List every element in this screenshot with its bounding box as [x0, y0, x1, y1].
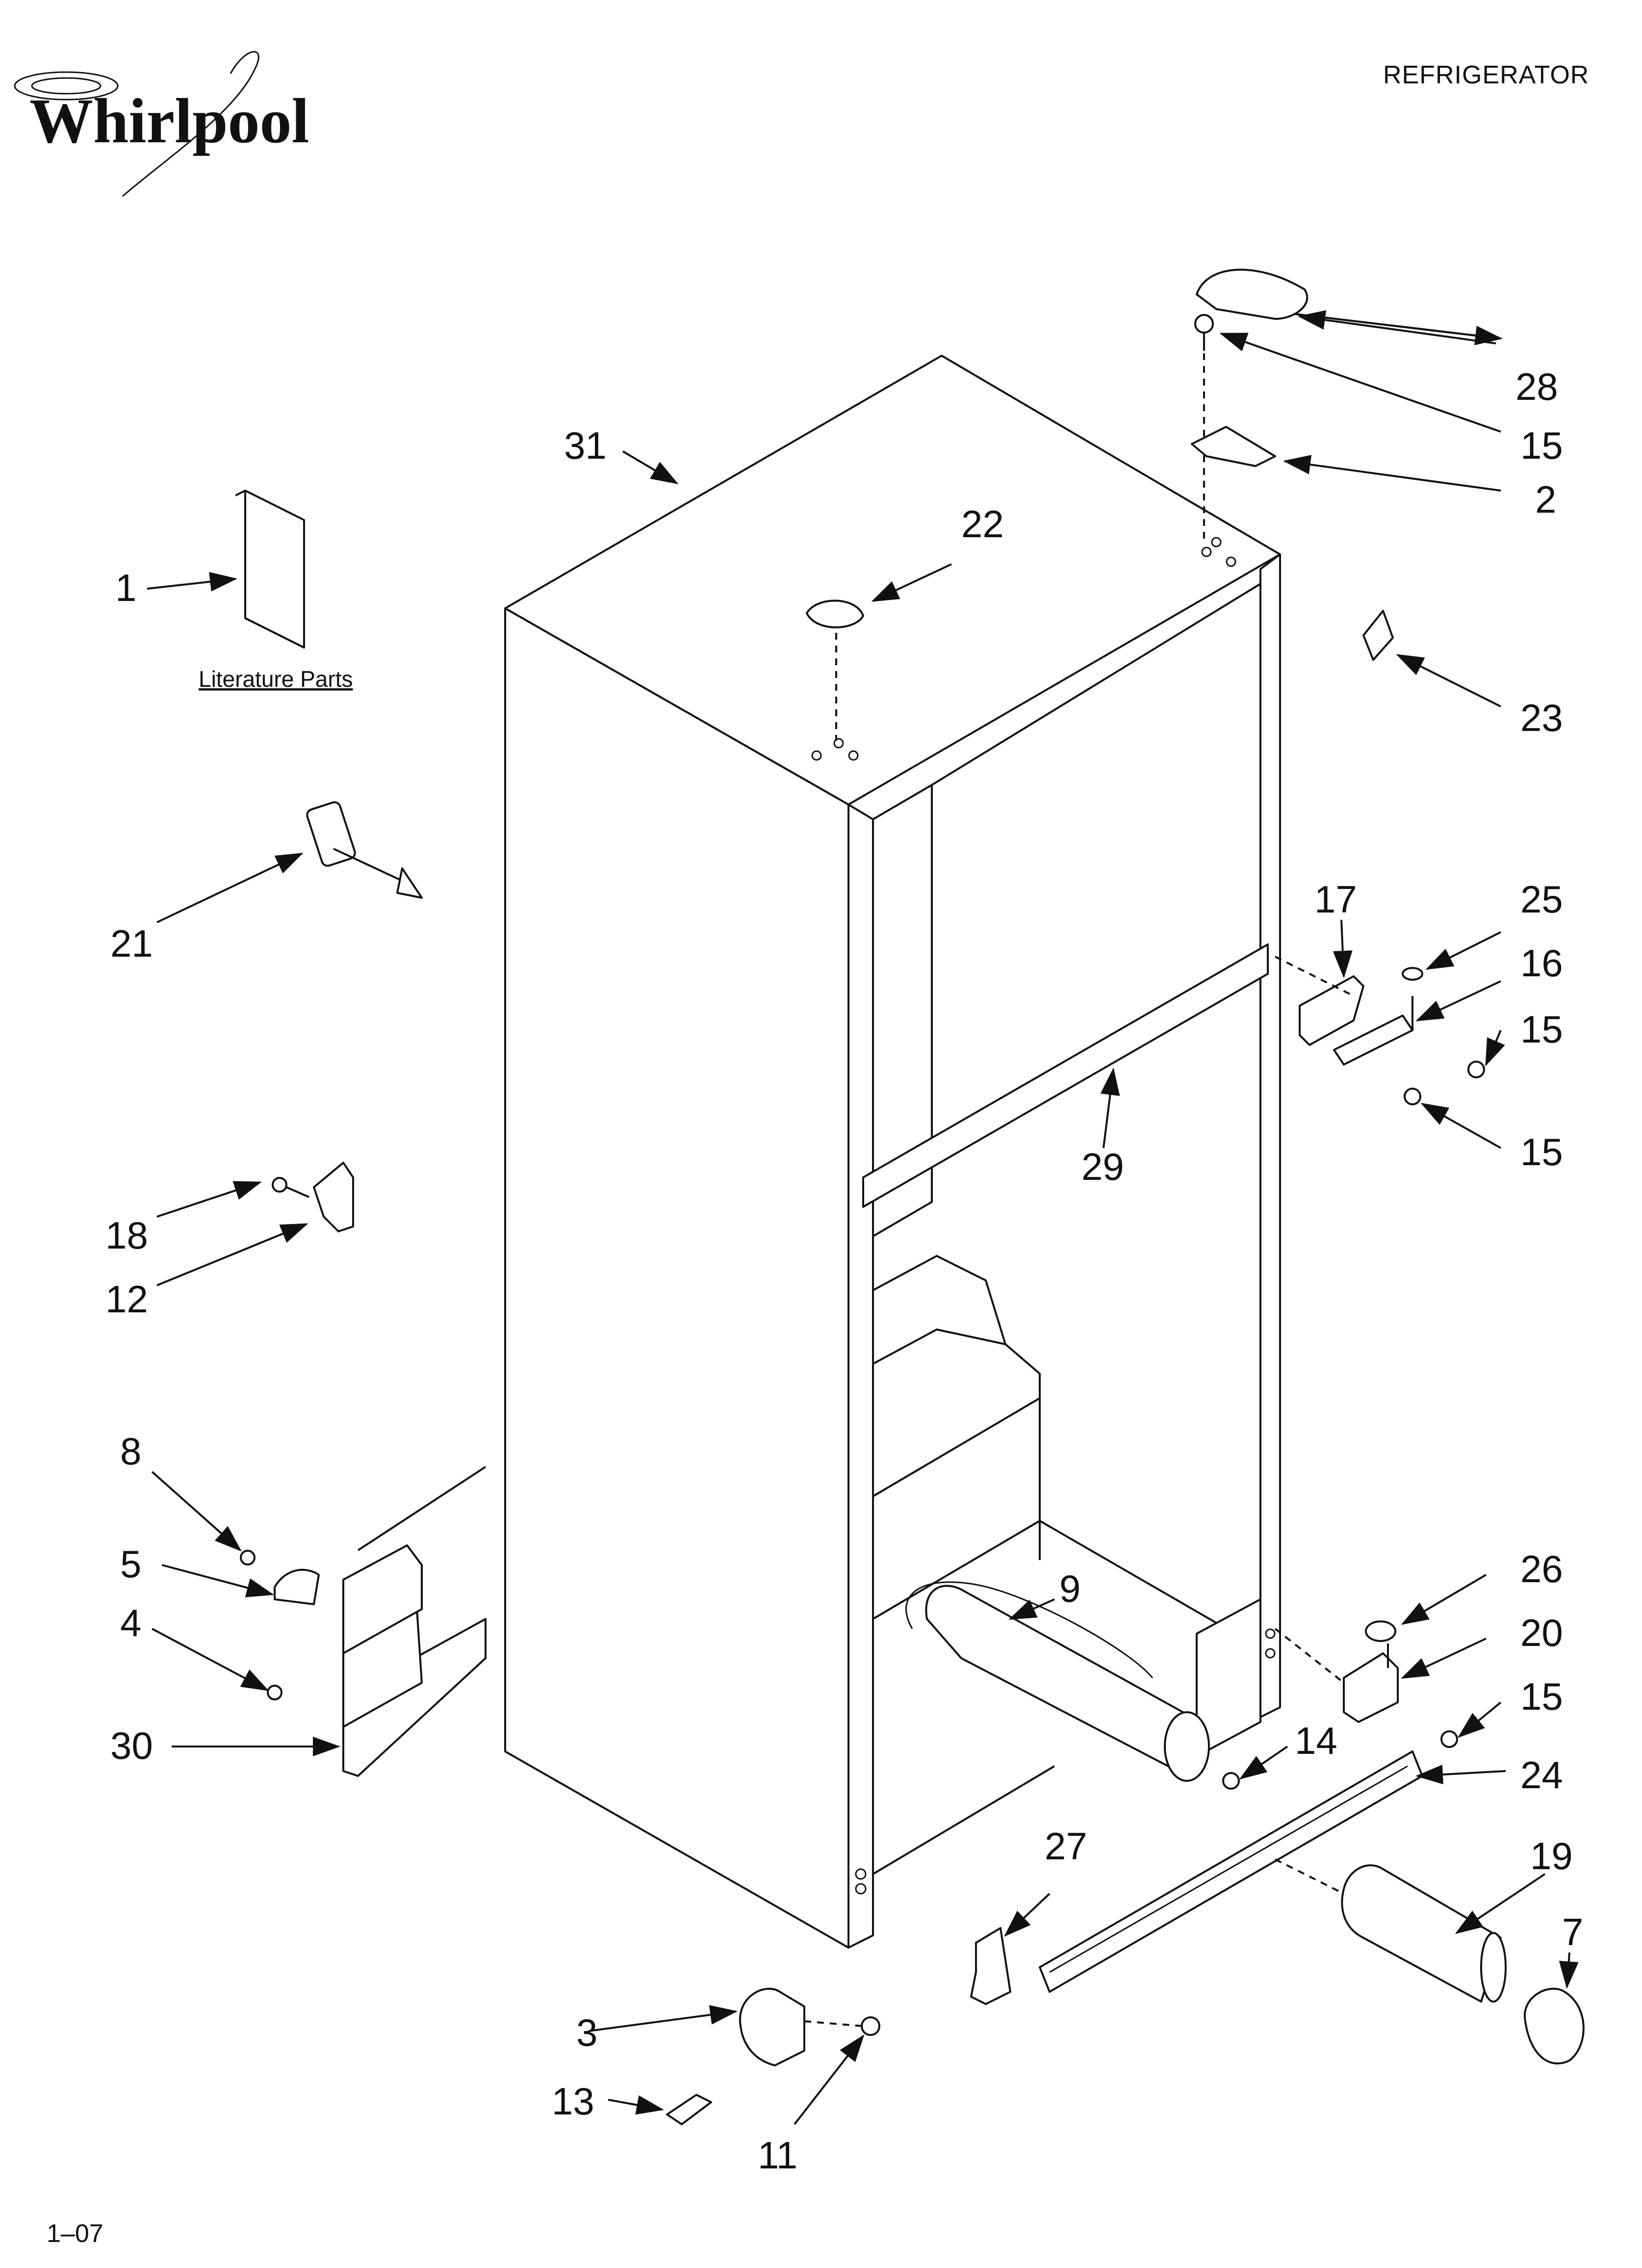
callout-15-top: 15 — [1520, 424, 1563, 467]
callout-23: 23 — [1520, 696, 1563, 739]
callout-16: 16 — [1520, 941, 1563, 985]
callout-15-mid-b: 15 — [1520, 1130, 1563, 1173]
literature-parts-label: Literature Parts — [199, 666, 353, 692]
clip-part-23 — [1362, 610, 1394, 661]
filter-cap-part — [1523, 1987, 1585, 2064]
cabinet-assembly — [504, 355, 1281, 1949]
callout-13: 13 — [552, 2080, 594, 2123]
callout-1: 1 — [115, 566, 136, 609]
hinge-cover-part — [1196, 268, 1308, 320]
whirlpool-logo: Whirlpool — [14, 51, 309, 197]
callout-19: 19 — [1530, 1834, 1573, 1877]
callout-22: 22 — [961, 502, 1004, 546]
callout-14: 14 — [1295, 1719, 1337, 1762]
bracket-part-12 — [272, 1162, 354, 1232]
lower-hinge-part — [1222, 1620, 1458, 1790]
callout-20: 20 — [1520, 1611, 1563, 1654]
callout-31: 31 — [564, 424, 607, 467]
top-hinge-part — [1191, 426, 1276, 467]
water-filter-part — [1341, 1864, 1507, 2003]
callout-15-mid-a: 15 — [1520, 1008, 1563, 1051]
callout-29: 29 — [1081, 1145, 1124, 1188]
callout-25: 25 — [1520, 878, 1563, 921]
logo-swirl — [14, 71, 119, 101]
literature-booklet — [244, 490, 305, 649]
callout-26: 26 — [1520, 1547, 1563, 1590]
callout-27: 27 — [1045, 1825, 1087, 1868]
leveling-leg-part — [666, 1987, 880, 2125]
callout-8: 8 — [120, 1430, 141, 1473]
leader-lines — [147, 310, 1579, 2125]
clip-part-27 — [970, 1927, 1011, 2005]
screw-part-top — [1194, 314, 1214, 351]
callout-21: 21 — [110, 922, 153, 965]
callout-24: 24 — [1520, 1753, 1563, 1797]
shelf-support-part — [306, 801, 423, 899]
callout-4: 4 — [120, 1601, 141, 1644]
callout-28: 28 — [1515, 365, 1558, 408]
callout-18: 18 — [105, 1214, 148, 1257]
center-hinge-part — [1299, 967, 1485, 1105]
callout-3: 3 — [576, 2011, 597, 2054]
page-category: REFRIGERATOR — [1383, 61, 1589, 89]
callout-2: 2 — [1535, 478, 1556, 521]
brand-name: Whirlpool — [29, 86, 309, 156]
callout-17: 17 — [1314, 878, 1357, 921]
callout-5: 5 — [120, 1542, 141, 1586]
bottom-hinge-assembly — [240, 1466, 487, 1777]
callout-9: 9 — [1059, 1567, 1080, 1610]
callout-12: 12 — [105, 1277, 148, 1321]
callout-15-low-a: 15 — [1520, 1675, 1563, 1718]
callout-7: 7 — [1562, 1910, 1583, 1954]
callout-labels: 28 15 2 31 22 1 Literature Parts 23 21 1… — [105, 365, 1583, 2177]
revision-code: 1–07 — [47, 2219, 103, 2248]
plug-part — [806, 600, 864, 628]
callout-11: 11 — [758, 2134, 797, 2177]
water-tube-part — [905, 1581, 1210, 1782]
callout-30: 30 — [110, 1724, 153, 1767]
